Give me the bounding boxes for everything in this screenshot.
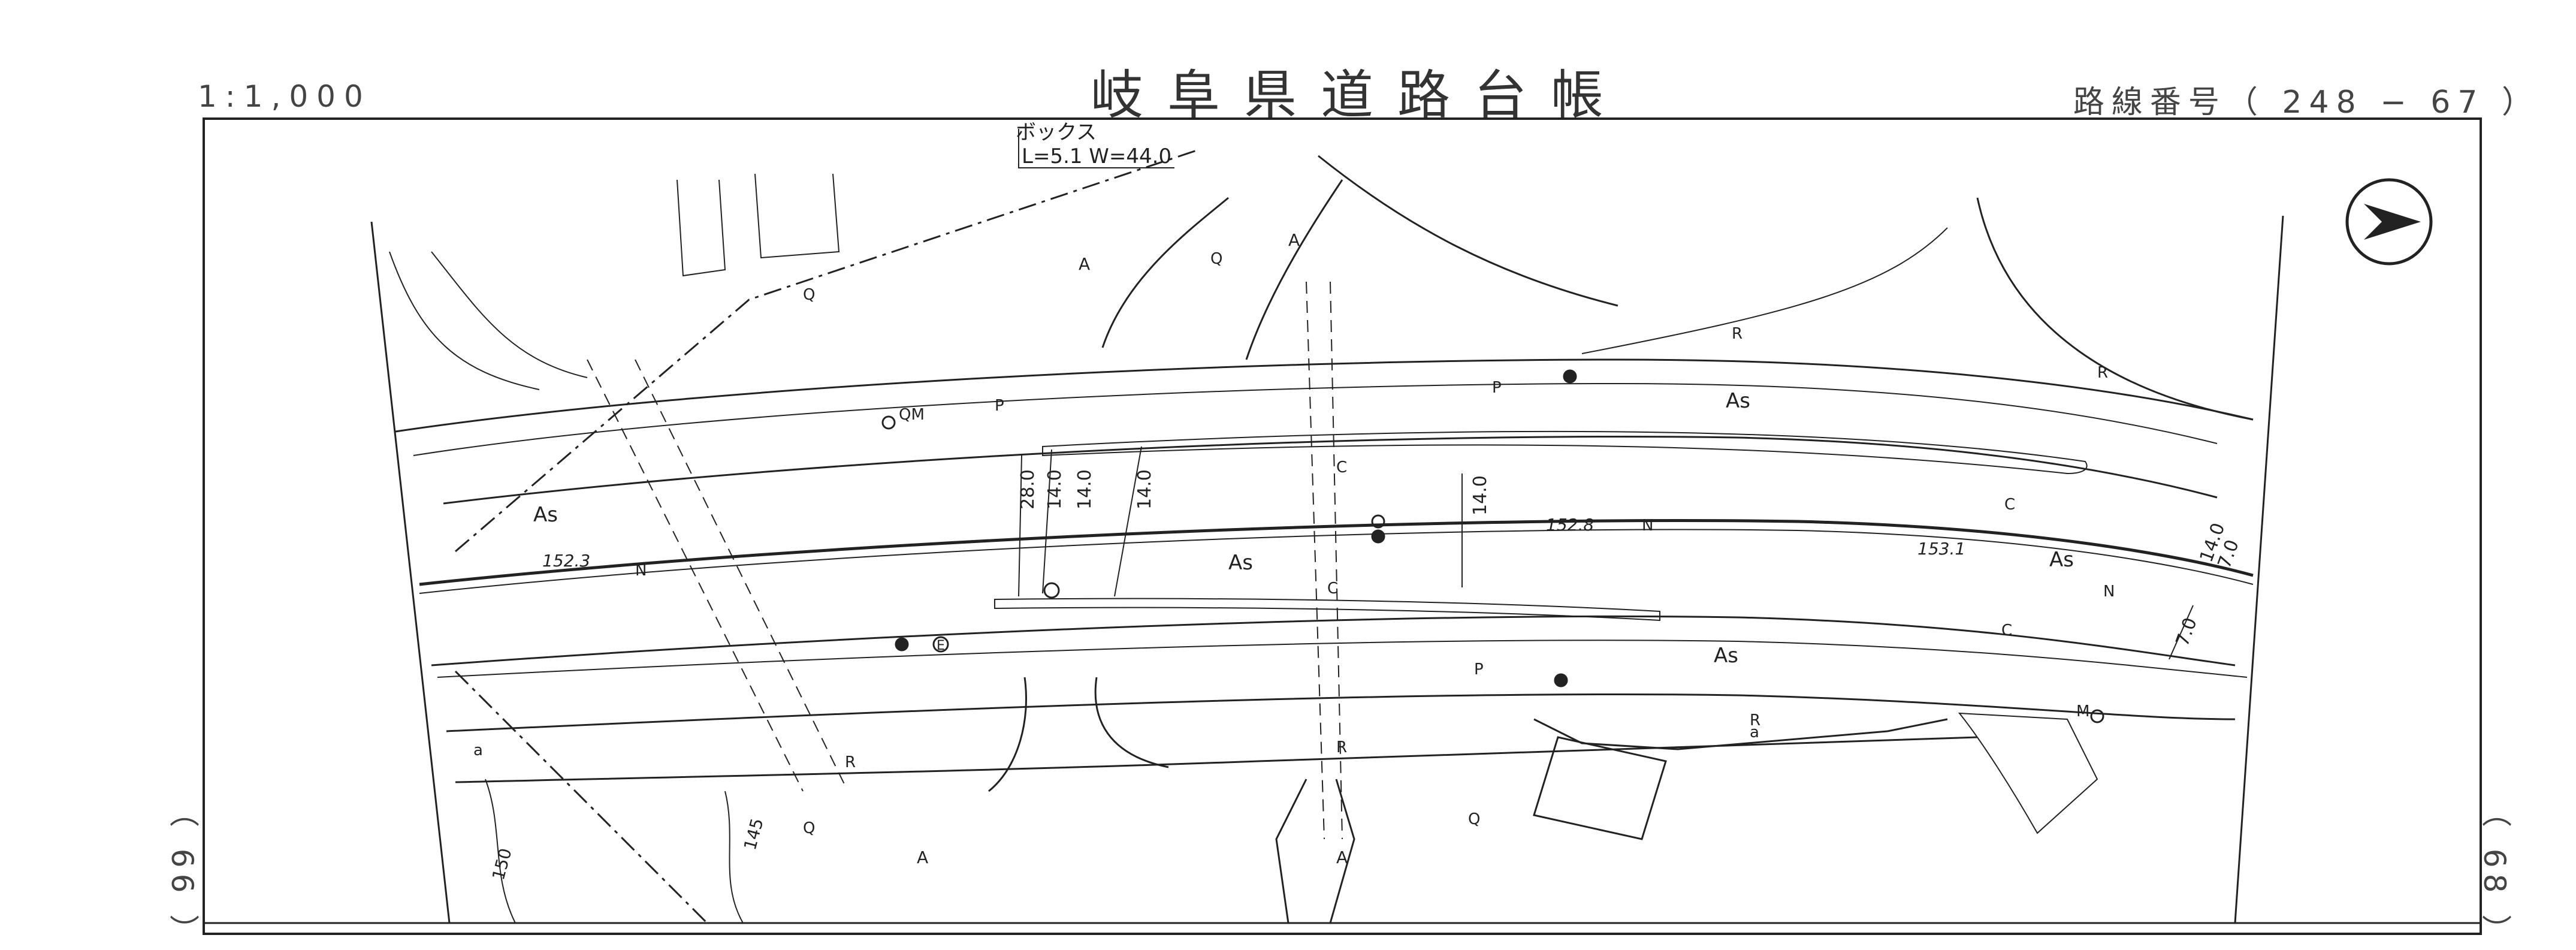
map-code: N [2103, 583, 2115, 601]
south-lane-edge [431, 615, 2236, 666]
map-code: A [1336, 848, 1348, 867]
surface-label: As [1714, 644, 1738, 668]
median-island-north [1042, 430, 2088, 475]
manhole-label: QM [899, 406, 925, 424]
side-street-center [1275, 779, 1307, 924]
culvert-note: ボックス [1016, 120, 1097, 144]
manhole-icon [1563, 369, 1577, 384]
north-arrow-icon [2345, 178, 2433, 266]
manhole-icon [2090, 709, 2104, 723]
map-code: C [2001, 622, 2012, 640]
elevation-label: 153.1 [1917, 539, 1965, 559]
pond [1533, 736, 1667, 840]
width-label: 14.0 [1044, 469, 1065, 509]
map-code: a [473, 741, 483, 759]
adjacent-sheet-left: （ 66 ） [165, 797, 200, 950]
adjacent-sheet-right: （ 68 ） [2477, 797, 2512, 950]
width-label: 14.0 [1074, 469, 1095, 509]
map-code: C [1327, 580, 1338, 598]
median-island-south [994, 598, 1660, 622]
railway-line [455, 149, 1199, 553]
map-code: R [845, 753, 856, 771]
map-code: P [1474, 661, 1484, 678]
side-street-right [1533, 718, 1948, 750]
elevation-label: 152.3 [542, 551, 590, 571]
map-code: Q [1210, 250, 1222, 268]
road-centerline [419, 518, 2254, 586]
page-title: 岐阜県道路台帳 [1091, 64, 1628, 126]
map-code: A [1288, 230, 1300, 250]
map-code: R [1732, 325, 1743, 343]
manhole-icon [1371, 514, 1385, 529]
map-code: R [1336, 738, 1347, 756]
culvert-dimensions: L=5.1 W=44.0 [1022, 144, 1171, 168]
width-label: 14.0 [1470, 475, 1491, 515]
width-label: 14.0 [1134, 469, 1155, 509]
north-sidewalk-outer [395, 358, 2254, 433]
elevation-label: 152.8 [1546, 515, 1594, 535]
culvert-line [587, 359, 804, 792]
map-code: C [1336, 459, 1347, 476]
manhole-icon [1371, 529, 1385, 544]
width-label: 7.0 [2172, 615, 2201, 649]
map-extent-right [2234, 215, 2284, 924]
tree-area [1958, 712, 2098, 834]
building [677, 179, 726, 277]
hydrant-icon [932, 636, 949, 653]
map-code: P [995, 397, 1004, 415]
contour-label: 145 [740, 816, 768, 852]
map-extent-left [370, 221, 451, 924]
map-code: R [1750, 711, 1760, 729]
hydrant-label: E [937, 638, 945, 653]
map-code: N [635, 562, 647, 580]
map-frame [203, 117, 2482, 935]
manhole-icon [881, 415, 896, 430]
side-street-left [988, 677, 1027, 792]
north-lane-edge [443, 435, 2218, 505]
south-sidewalk-inner [437, 640, 2248, 678]
hydrant-icon [1043, 582, 1060, 599]
map-code: Q [1468, 810, 1480, 828]
map-code: M [2076, 702, 2089, 720]
south-sidewalk-outer [446, 693, 2236, 732]
map-code: Q [803, 819, 815, 837]
surface-label: As [1228, 551, 1253, 575]
map-code: C [2004, 496, 2015, 514]
width-label: 28.0 [1017, 469, 1038, 509]
map-code: N [1642, 517, 1653, 535]
surface-label: As [533, 503, 558, 527]
map-code: A [917, 848, 928, 867]
manhole-icon [895, 637, 909, 652]
map-code: Q [803, 286, 815, 304]
surface-label: As [1726, 389, 1750, 413]
map-code: R [2097, 364, 2108, 382]
surface-label: As [2049, 548, 2074, 572]
manhole-icon [1554, 673, 1568, 687]
contour-label: 150 [488, 846, 516, 882]
side-street-north [1101, 197, 1229, 348]
map-scale: 1:1,000 [198, 79, 372, 114]
route-number: 路線番号（ 248 − 67 ） [2073, 85, 2540, 120]
map-code: a [1750, 723, 1759, 741]
map-code: P [1492, 379, 1502, 397]
map-code: A [1079, 254, 1090, 274]
